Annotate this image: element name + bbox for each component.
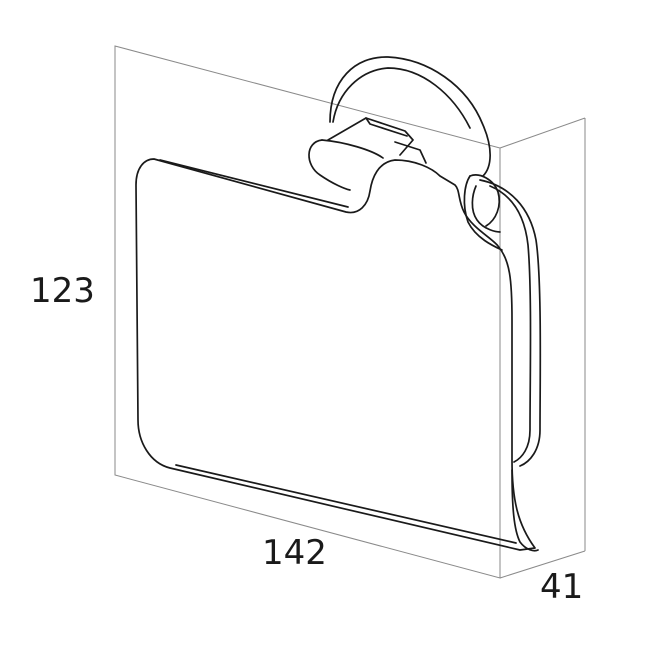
cover-plate-bottom-edge [175,464,517,544]
roll-hook-tip [469,174,501,227]
wall-rosette [329,56,491,177]
bounding-box [114,45,586,579]
bounding-box-top-edge [499,117,586,149]
roll-hook [463,175,503,251]
arm-cylinder-top [321,139,384,159]
wall-rosette-inner-edge [332,67,471,129]
depth-dimension-label: 41 [540,567,584,607]
arm-cylinder [308,139,351,191]
paper-holder-outline [135,56,542,552]
rear-support-arm-inner [489,185,532,463]
roll-hook-inner [471,185,501,233]
cover-plate [135,158,536,551]
cover-plate-edge [159,159,349,208]
cover-bottom-curl [511,469,539,552]
height-dimension-label: 123 [30,271,95,311]
mounting-block-edge [365,117,408,137]
bounding-box-bottom-edge [499,550,586,579]
rear-support-arm [479,179,542,467]
mounting-block [327,117,414,156]
bounding-box-back-face [114,45,501,579]
width-dimension-label: 142 [262,533,327,573]
mounting-block-underside [394,141,427,164]
